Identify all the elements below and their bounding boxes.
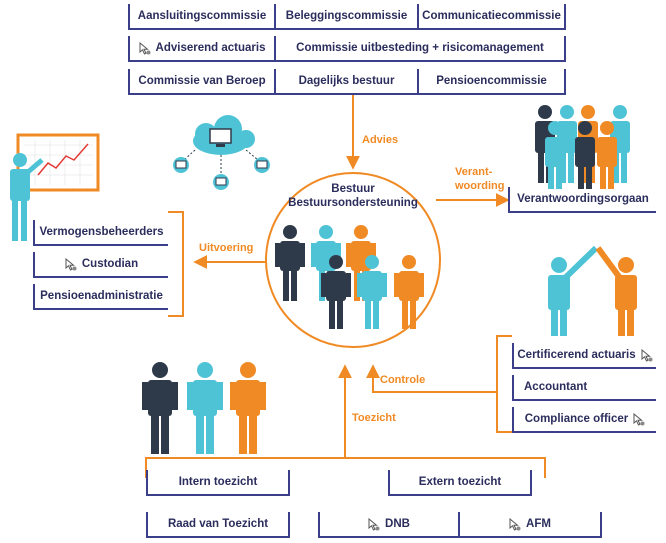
presenter-chart-icon [10,133,100,241]
pointer-cursor-icon [641,348,653,362]
bestuur-circle [265,172,441,348]
box-label: Pensioenadministratie [40,290,163,302]
controle-arrow [366,364,497,393]
box-label: Extern toezicht [418,476,502,488]
compliance-officer-box[interactable]: Compliance officer [512,407,656,433]
bestuur-title: Bestuur Bestuursondersteuning [283,182,423,210]
committee-belegging: Beleggingscommissie [276,4,419,30]
cloud-network-icon [173,115,270,190]
box-label: Vermogensbeheerders [39,226,164,238]
accountant-box: Accountant [512,375,656,401]
box-label: Raad van Toezicht [167,518,269,530]
committee-label: Pensioencommissie [436,75,547,87]
extern-toezicht-box: Extern toezicht [388,470,532,496]
left-bracket [168,211,184,317]
uitvoering-label: Uitvoering [199,242,254,254]
raad-van-toezicht-box: Raad van Toezicht [146,512,290,538]
pointer-cursor-icon [509,517,521,531]
committee-label: Adviserend actuaris [155,42,266,54]
committee-label: Beleggingscommissie [285,10,408,22]
person-icon [321,255,351,329]
box-label: Intern toezicht [178,476,258,488]
box-label: Compliance officer [524,413,629,425]
three-people-icon [142,362,266,454]
pointer-cursor-icon [139,41,151,55]
committee-label: Aansluitingscommissie [137,10,267,22]
controle-label: Controle [380,374,426,386]
box-label: Verantwoordingsorgaan [517,193,649,205]
verantwoording-label-line2: woording [455,180,505,192]
box-label: DNB [385,518,410,530]
person-icon [394,255,424,329]
dnb-box[interactable]: DNB [318,512,460,538]
committee-communicatie: Communicatiecommissie [419,4,566,30]
box-label: Custodian [81,258,139,270]
right-bracket [496,335,512,433]
person-icon [275,225,305,301]
verantwoording-label-line1: Verant- [455,166,493,178]
crowd-icon [535,105,630,189]
pensioenadministratie-box: Pensioenadministratie [33,284,168,310]
committee-beroep: Commissie van Beroep [128,69,276,95]
committee-aansluiting: Aansluitingscommissie [128,4,276,30]
committee-label: Commissie van Beroep [138,75,266,87]
verantwoordingsorgaan-box: Verantwoordingsorgaan [508,187,656,213]
committee-label: Commissie uitbesteding + risicomanagemen… [296,42,544,54]
custodian-box[interactable]: Custodian [33,252,168,278]
pointer-cursor-icon [633,412,645,426]
bottom-bracket [145,457,546,478]
pointer-cursor-icon [368,517,380,531]
committee-label: Communicatiecommissie [422,10,561,22]
advies-label: Advies [362,134,399,146]
bestuur-title-line2: Bestuursondersteuning [288,197,418,209]
high-five-icon [548,245,637,336]
bestuur-title-line1: Bestuur [331,183,375,195]
committee-adviserend-actuaris[interactable]: Adviserend actuaris [128,36,276,62]
certificerend-actuaris-box[interactable]: Certificerend actuaris [512,343,656,369]
vermogensbeheerders-box: Vermogensbeheerders [33,220,168,246]
committee-dagelijks-bestuur: Dagelijks bestuur [276,69,419,95]
toezicht-label: Toezicht [352,412,396,424]
box-label: Accountant [524,381,588,393]
box-label: AFM [526,518,551,530]
person-icon [357,255,387,329]
committee-uitbesteding: Commissie uitbesteding + risicomanagemen… [276,36,566,62]
intern-toezicht-box: Intern toezicht [146,470,290,496]
pointer-cursor-icon [65,257,77,271]
afm-box[interactable]: AFM [460,512,602,538]
committee-pensioencommissie: Pensioencommissie [419,69,566,95]
committee-label: Dagelijks bestuur [298,75,395,87]
verantwoording-label: Verant- woording [455,165,505,193]
box-label: Certificerend actuaris [517,349,636,361]
